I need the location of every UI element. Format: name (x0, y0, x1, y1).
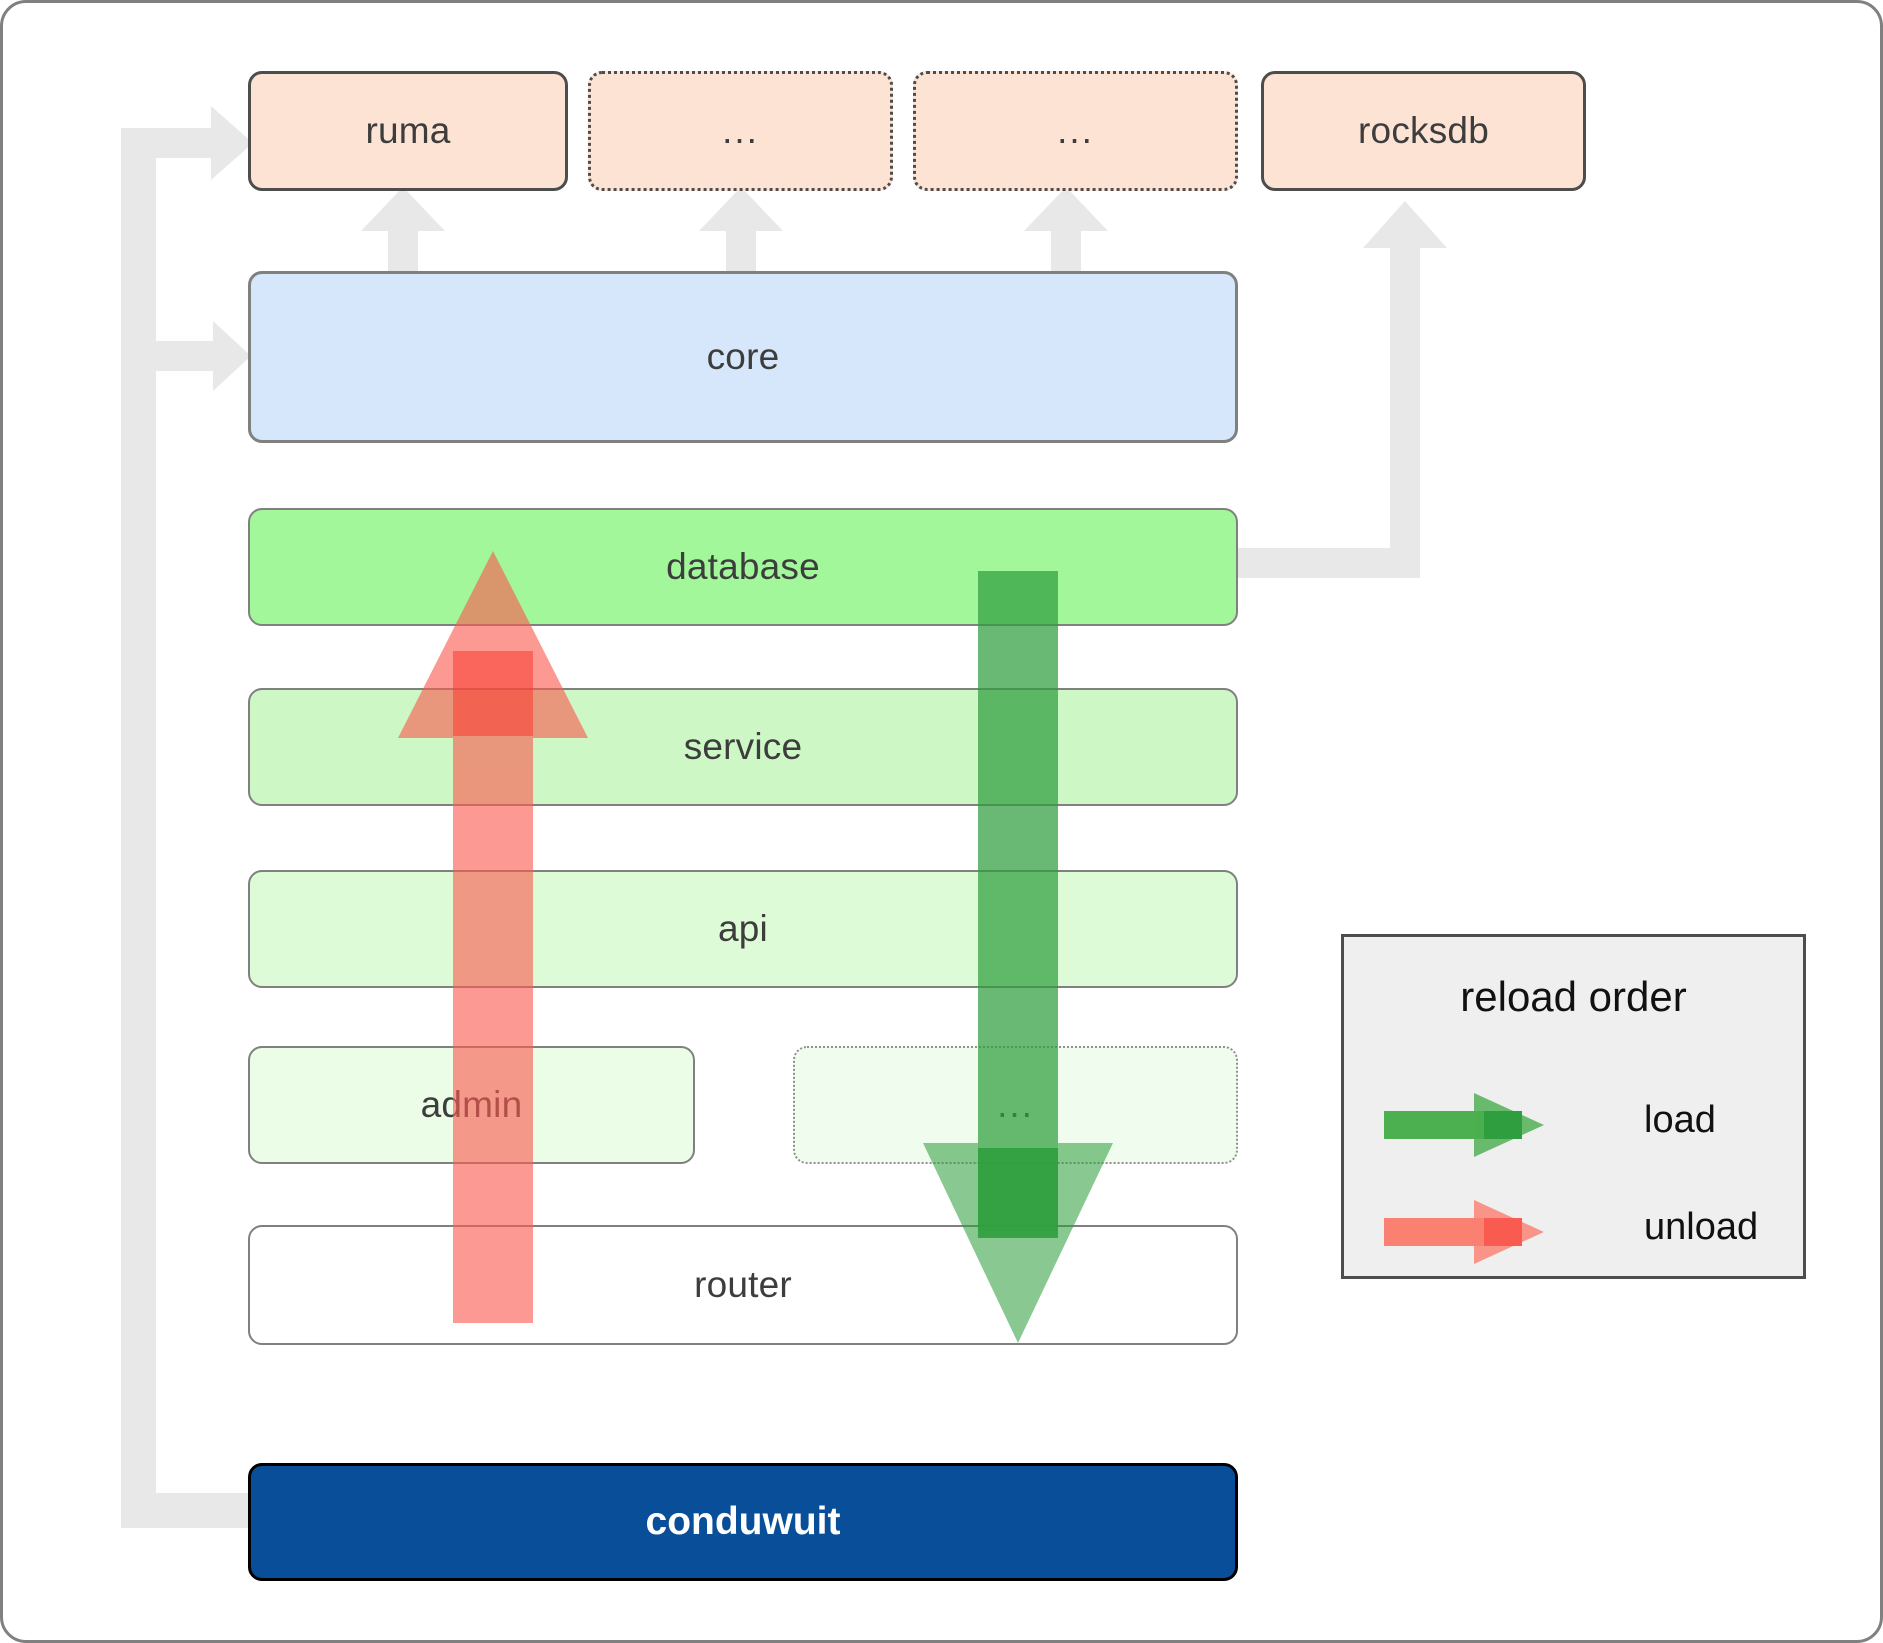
crate-box-service[interactable]: service (248, 688, 1238, 806)
connector-core-to-dots2-arrow (1024, 187, 1108, 271)
legend-item-unload: unload (1344, 1182, 1803, 1272)
dependency-box-placeholder-1[interactable]: ... (588, 71, 893, 191)
connector-database-to-rocksdb-arrow (1238, 201, 1447, 578)
reload-order-arrows-layer (398, 551, 1113, 1343)
crate-box-router[interactable]: router (248, 1225, 1238, 1345)
crate-box-database[interactable]: database (248, 508, 1238, 626)
dependency-label: ... (1057, 109, 1094, 151)
binary-label: conduwuit (645, 1500, 841, 1543)
dependency-box-rocksdb[interactable]: rocksdb (1261, 71, 1586, 191)
dependency-label: ... (722, 109, 759, 151)
connector-arrows-layer (121, 106, 1447, 1528)
connector-to-ruma-arrow (121, 106, 253, 180)
load-arrow-icon (1384, 1093, 1544, 1157)
binary-box-conduwuit[interactable]: conduwuit (248, 1463, 1238, 1581)
crate-label: router (694, 1264, 792, 1305)
dependency-box-ruma[interactable]: ruma (248, 71, 568, 191)
legend-panel: reload order load unload (1341, 934, 1806, 1279)
dependency-label: rocksdb (1358, 110, 1489, 151)
crate-label: admin (420, 1084, 523, 1125)
legend-item-load: load (1344, 1075, 1803, 1165)
legend-title: reload order (1460, 973, 1687, 1020)
connector-conduwuit-bottom (121, 1493, 248, 1528)
crate-label: ... (997, 1083, 1034, 1125)
crate-box-api[interactable]: api (248, 870, 1238, 988)
crate-label: core (706, 336, 780, 377)
unload-arrow-icon (1384, 1200, 1544, 1264)
crate-label: api (718, 908, 768, 949)
crate-box-admin[interactable]: admin (248, 1046, 695, 1164)
crate-label: service (683, 726, 803, 767)
legend-label: load (1644, 1098, 1716, 1141)
crate-label: database (666, 546, 820, 587)
crate-box-placeholder[interactable]: ... (793, 1046, 1238, 1164)
connector-core-to-dots1-arrow (699, 187, 783, 271)
crate-box-core[interactable]: core (248, 271, 1238, 443)
connector-conduwuit-trunk (121, 143, 156, 1528)
dependency-label: ruma (365, 110, 451, 151)
dependency-box-placeholder-2[interactable]: ... (913, 71, 1238, 191)
connector-to-core-arrow (121, 321, 251, 391)
legend-label: unload (1644, 1205, 1759, 1248)
connector-core-to-ruma-arrow (361, 187, 445, 271)
